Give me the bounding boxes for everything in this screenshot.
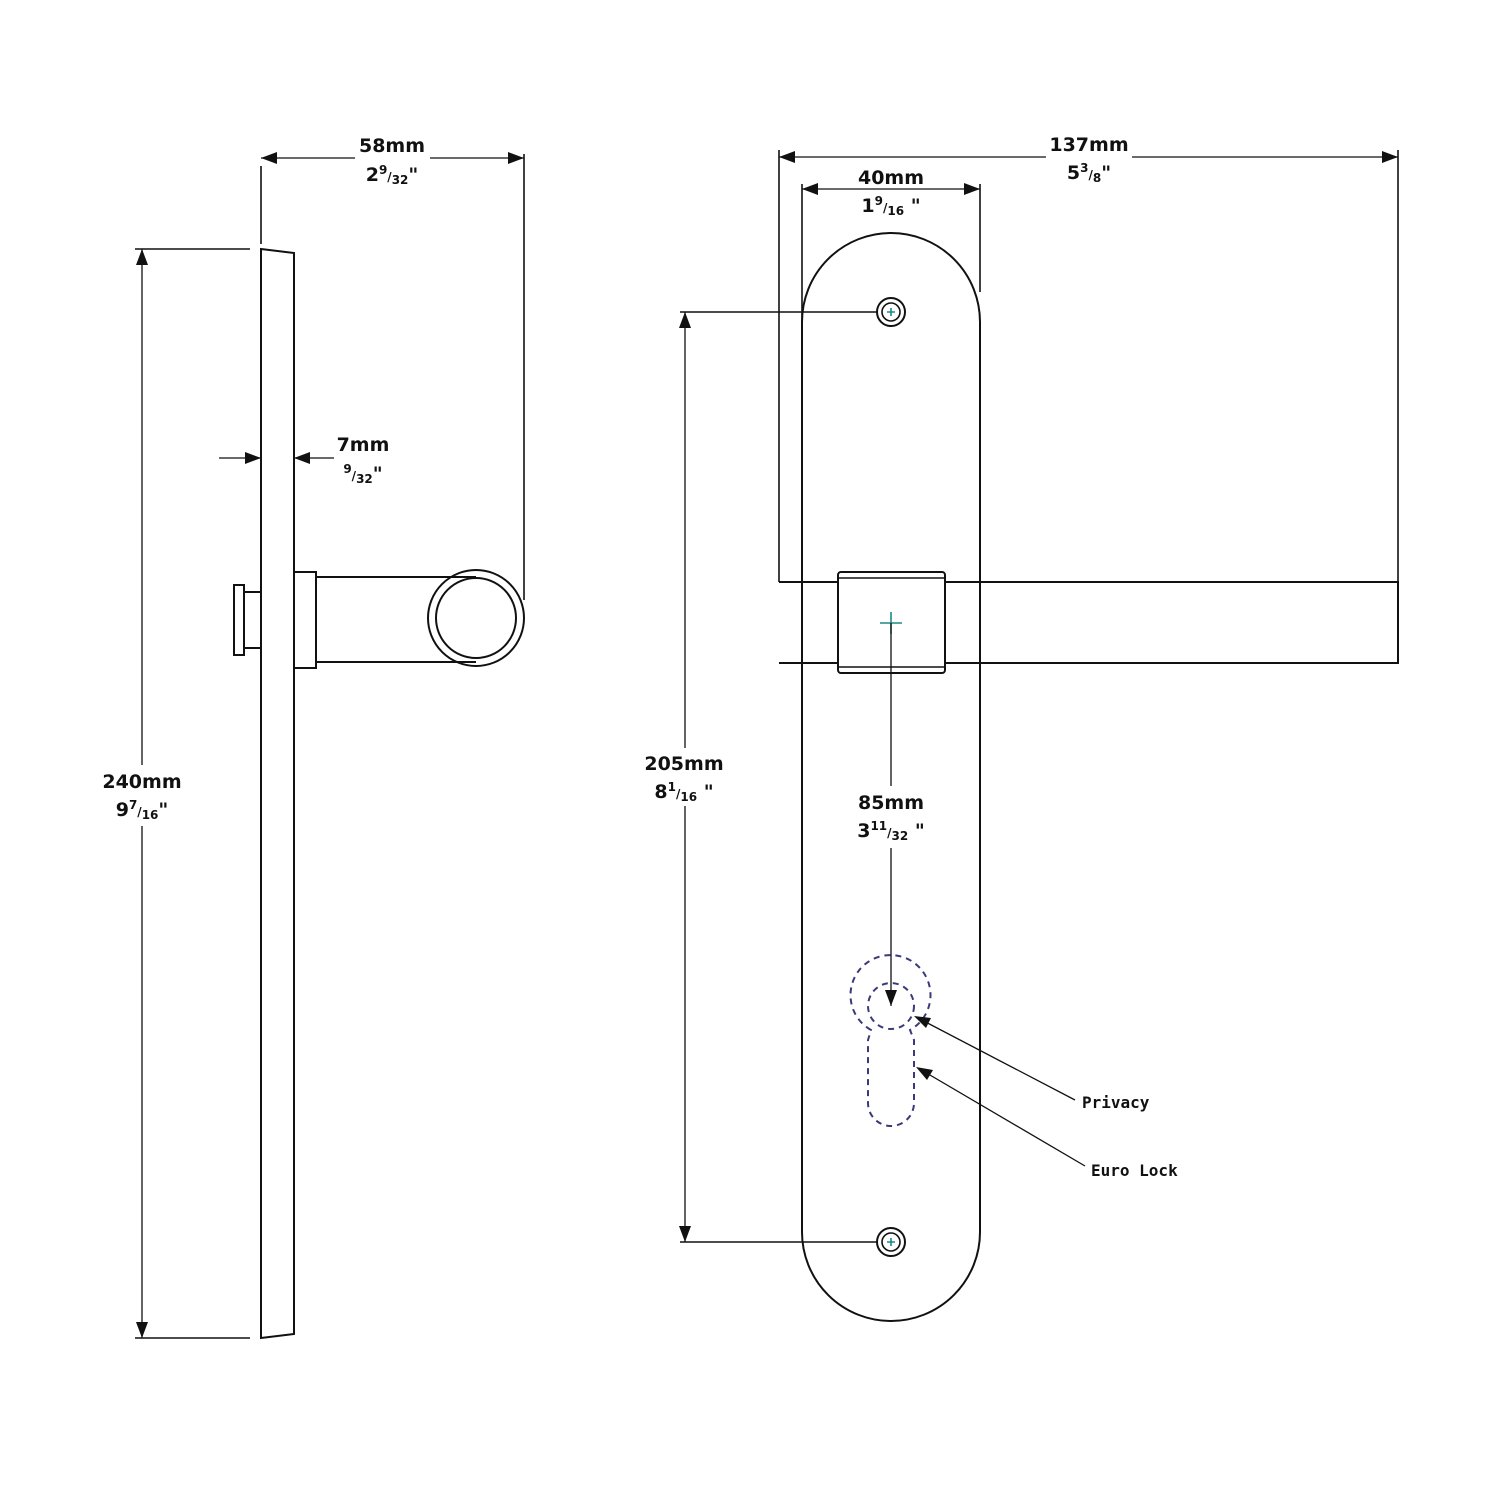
- front-plate-width-mm: 40mm: [858, 167, 924, 189]
- front-projection-in: 53/8": [1067, 161, 1111, 185]
- dim-side-height: 240mm 97/16": [102, 248, 250, 1339]
- dim-front-screw-centers: 205mm 81/16 ": [644, 311, 877, 1243]
- privacy-label: Privacy: [1082, 1093, 1150, 1112]
- side-width-in: 29/32": [366, 163, 419, 187]
- side-rose: [293, 571, 317, 669]
- front-view: 137mm 53/8" 40mm 19/16 " 205mm 81/16 ": [644, 134, 1399, 1322]
- side-lever-end-outer: [427, 569, 525, 667]
- side-thickness-mm: 7mm: [337, 434, 390, 456]
- front-backset-in: 311/32 ": [857, 819, 925, 843]
- side-width-mm: 58mm: [359, 135, 425, 157]
- front-projection-mm: 137mm: [1049, 134, 1128, 156]
- front-screw-centers-mm: 205mm: [644, 753, 723, 775]
- euro-lock-label: Euro Lock: [1091, 1161, 1178, 1180]
- euro-lock-cutout: [849, 954, 932, 1127]
- front-plate-width-in: 19/16 ": [861, 194, 920, 218]
- front-lever-bar: [779, 581, 1399, 664]
- dim-front-backset: 85mm 311/32 ": [857, 623, 925, 1006]
- side-lever-end-inner: [435, 577, 517, 659]
- front-screw-centers-in: 81/16 ": [654, 780, 713, 804]
- dim-side-width: 58mm 29/32": [260, 135, 525, 600]
- side-height-in: 97/16": [116, 798, 169, 822]
- front-backplate: [801, 232, 981, 1322]
- dim-front-plate-width: 40mm 19/16 ": [801, 167, 981, 322]
- dim-side-thickness: 7mm 9/32": [219, 434, 389, 486]
- side-height-mm: 240mm: [102, 771, 181, 793]
- side-spindle-stub: [233, 584, 245, 656]
- side-thickness-in: 9/32": [343, 462, 382, 486]
- privacy-callout: Privacy: [914, 1016, 1150, 1112]
- bottom-screw: [876, 1227, 906, 1257]
- privacy-cutout: [867, 982, 915, 1030]
- side-backplate: [260, 247, 295, 1340]
- side-view: 58mm 29/32" 7mm 9/32" 240mm 97/16": [102, 135, 525, 1340]
- front-backset-mm: 85mm: [858, 792, 924, 814]
- top-screw: [876, 297, 906, 327]
- euro-lock-callout: Euro Lock: [916, 1067, 1178, 1180]
- dim-front-projection: 137mm 53/8": [778, 134, 1399, 582]
- side-spindle-collar: [243, 591, 262, 649]
